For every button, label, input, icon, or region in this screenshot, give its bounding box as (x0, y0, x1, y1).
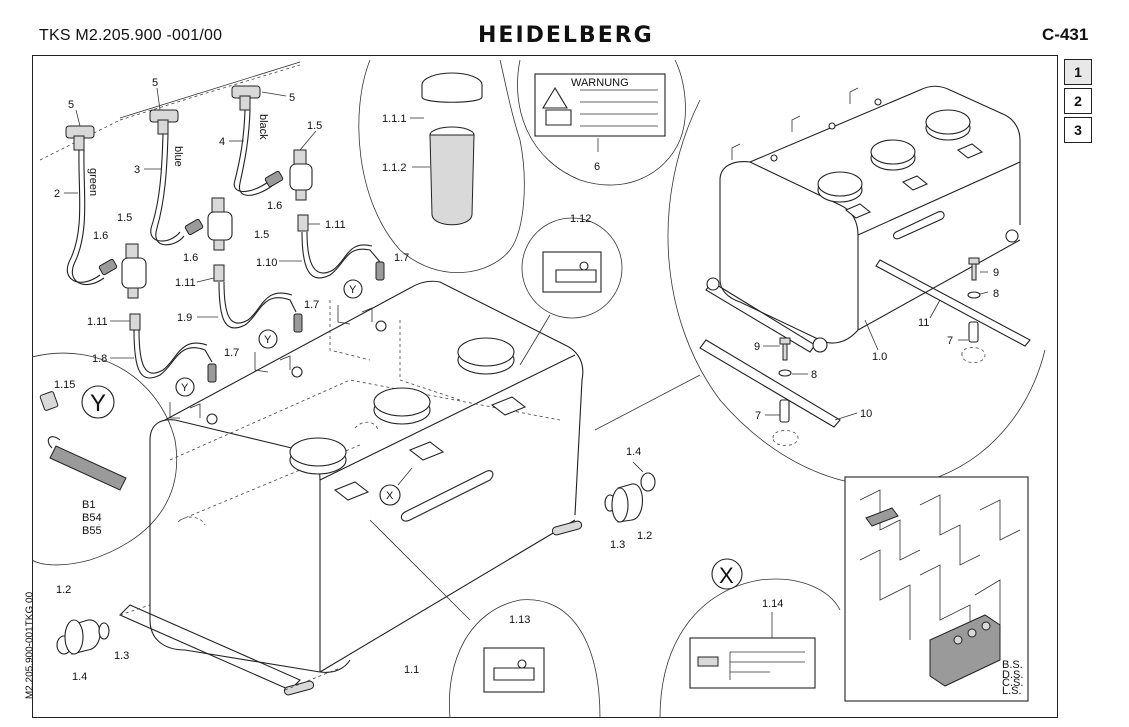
inset-label-cs: C.S. (1002, 677, 1023, 689)
inset-label-bs: B.S. (1002, 659, 1023, 671)
label-3: 3 (134, 164, 140, 176)
callout-x-label: X (386, 490, 394, 502)
bushing-set-right (604, 461, 656, 523)
page-code: C-431 (1042, 25, 1089, 44)
label-6: 6 (594, 161, 600, 173)
label-1-4: 1.4 (72, 671, 87, 683)
tab-3[interactable]: 3 (1064, 117, 1092, 143)
label-1-2: 1.2 (56, 584, 71, 596)
label-1-11: 1.11 (87, 316, 108, 328)
label-10: 10 (860, 408, 872, 420)
main-tank (119, 280, 584, 696)
label-7: 7 (947, 335, 953, 347)
label-b54: B54 (82, 512, 102, 524)
filler-cap (373, 387, 431, 425)
label-1-1: 1.1 (404, 664, 419, 676)
label-9: 9 (754, 341, 760, 353)
detail-y-label: Y (90, 390, 106, 417)
diagram-frame (32, 55, 1058, 718)
bushing-set-left (56, 619, 110, 655)
valve (289, 149, 313, 201)
label-1-8: 1.8 (92, 353, 107, 365)
tab-2[interactable]: 2 (1064, 88, 1092, 114)
label-1-6: 1.6 (183, 252, 198, 264)
label-7: 7 (755, 410, 761, 422)
callout-y (175, 279, 363, 397)
label-1-10: 1.10 (256, 257, 277, 269)
detail-y (31, 352, 177, 566)
label-1-5: 1.5 (307, 120, 322, 132)
valve (207, 197, 233, 251)
hose-color-blue: blue (172, 146, 184, 167)
filler-cap (289, 437, 347, 475)
label-1-1-2: 1.1.2 (382, 162, 406, 174)
hose-color-green: green (87, 168, 99, 196)
level-indicator-detail-lower (369, 519, 601, 719)
tank-assembly-overview (594, 85, 1046, 487)
filler-cap (457, 337, 515, 375)
label-1-0: 1.0 (872, 351, 887, 363)
label-1-6: 1.6 (267, 200, 282, 212)
label-1-2: 1.2 (637, 530, 652, 542)
warning-detail (517, 59, 686, 186)
label-4: 4 (219, 136, 225, 148)
filter-detail (358, 59, 525, 273)
label-b1: B1 (82, 499, 95, 511)
t-fitting (65, 125, 95, 151)
label-1-1-1: 1.1.1 (382, 113, 406, 125)
label-11: 11 (918, 317, 929, 329)
callout-y-label: Y (349, 284, 357, 296)
inset-label-ds: D.S. (1002, 669, 1023, 681)
hose-color-black: black (257, 114, 269, 140)
callout-y-label: Y (264, 334, 272, 346)
label-1-15: 1.15 (54, 379, 75, 391)
label-1-7: 1.7 (224, 347, 239, 359)
label-1-11: 1.11 (325, 219, 346, 231)
label-2: 2 (54, 188, 60, 200)
label-8: 8 (993, 288, 999, 300)
heidelberg-logo: HEIDELBERG (478, 23, 654, 48)
label-5: 5 (68, 99, 74, 111)
label-1-3: 1.3 (114, 650, 129, 662)
label-1-13: 1.13 (509, 614, 530, 626)
machine-location-inset (844, 476, 1029, 702)
hose-assembly (39, 61, 385, 383)
label-1-5: 1.5 (117, 212, 132, 224)
inset-label-ls: L.S. (1002, 685, 1022, 697)
label-5: 5 (289, 92, 295, 104)
label-1-9: 1.9 (177, 312, 192, 324)
tab-1[interactable]: 1 (1064, 59, 1092, 85)
label-1-5: 1.5 (254, 229, 269, 241)
label-5: 5 (152, 77, 158, 89)
level-indicator-detail (519, 217, 623, 366)
warning-title: WARNUNG (571, 77, 629, 89)
label-9: 9 (993, 267, 999, 279)
label-1-6: 1.6 (93, 230, 108, 242)
label-1-12: 1.12 (570, 213, 591, 225)
valve (121, 243, 147, 299)
label-1-14: 1.14 (762, 598, 783, 610)
label-1-11: 1.11 (175, 277, 196, 289)
t-fitting (231, 85, 261, 111)
label-1-7: 1.7 (394, 252, 409, 264)
page-tabs: 1 2 3 (1064, 59, 1094, 146)
label-1-7: 1.7 (304, 299, 319, 311)
callout-y-label: Y (181, 382, 189, 394)
label-1-3: 1.3 (610, 539, 625, 551)
x-detail (659, 558, 841, 719)
detail-x-label: X (719, 563, 734, 588)
label-b55: B55 (82, 525, 102, 537)
label-8: 8 (811, 369, 817, 381)
label-1-4: 1.4 (626, 446, 641, 458)
document-id: TKS M2.205.900 -001/00 (39, 27, 223, 44)
t-fitting (149, 109, 179, 135)
